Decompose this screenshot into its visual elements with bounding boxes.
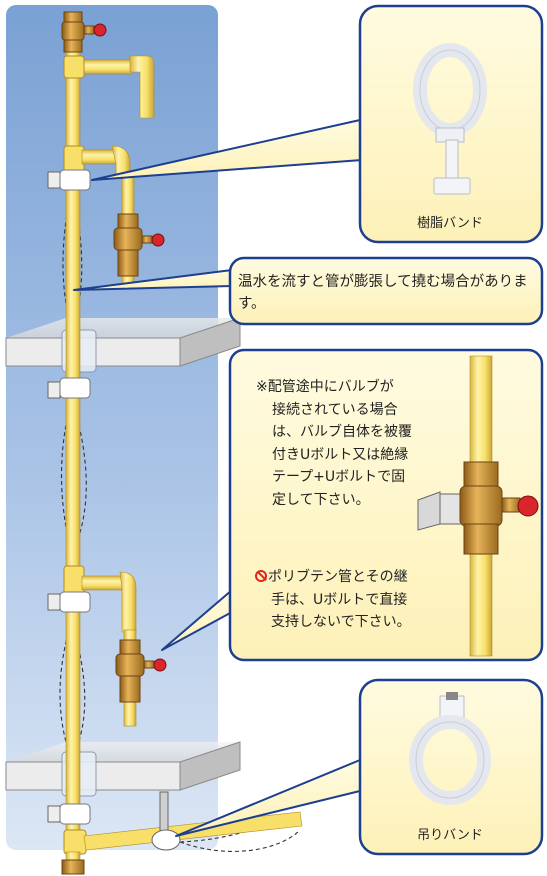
band-3: [47, 591, 91, 613]
valve-note-line-6: 定して下さい。: [272, 491, 370, 508]
callout-resin-band: [358, 4, 544, 244]
callout-hanging-band: [358, 678, 544, 856]
resin-band-icon: [413, 43, 487, 195]
prohibit-note-line-2: 手は、Uボルトで直接: [271, 591, 408, 608]
valve-note-line-3: は、バルブ自体を被覆: [272, 424, 412, 440]
valve-note-line-4: 付きUボルト又は絶縁: [272, 446, 409, 463]
band-4: [47, 803, 91, 825]
prohibit-note: ポリブテン管とその継 手は、Uボルトで直接 支持しないで下さい。: [255, 566, 445, 634]
tee-branch-with-valve: [63, 145, 165, 287]
valve-detail-illustration: [417, 355, 539, 657]
valve-note-line-1: 配管途中にバルブが: [267, 379, 394, 395]
prohibition-icon: [255, 570, 267, 582]
band-1: [47, 169, 91, 191]
band-2: [47, 377, 91, 399]
hanging-band-icon: [409, 692, 491, 805]
valve-note-line-2: 接続されている場合: [272, 401, 398, 418]
hot-water-note: 温水を流すと管が膨張して撓む場合があります。: [238, 274, 528, 312]
callout-valve-note: [228, 348, 544, 662]
top-valve: [61, 11, 107, 53]
callout-pointers: [73, 119, 365, 837]
resin-band-label: 樹脂バンド: [417, 216, 483, 231]
prohibit-note-line-3: 支持しないで下さい。: [271, 614, 411, 630]
callout-hot-water-box: [228, 256, 544, 326]
hanging-band-label: 吊りバンド: [417, 828, 483, 843]
valve-note: ※配管途中にバルブが 接続されている場合 は、バルブ自体を被覆 付きUボルト又は…: [256, 376, 446, 511]
prohibit-note-line-1: ポリブテン管とその継: [268, 569, 408, 585]
background-panel: [6, 5, 218, 850]
hanging-band-bottom: [151, 791, 181, 851]
valve-note-line-5: テープ+Uボルトで固: [272, 469, 406, 485]
upper-branch-pipe: [63, 55, 155, 119]
reference-mark: ※: [256, 379, 268, 395]
pipe-band-brackets: [47, 169, 181, 851]
